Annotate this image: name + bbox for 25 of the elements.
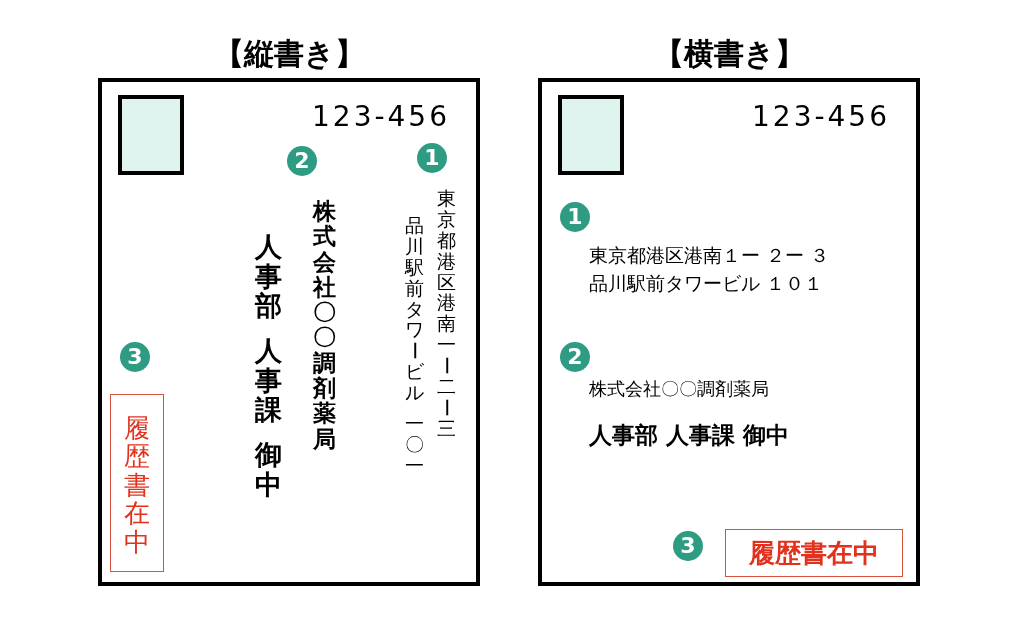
address-text: 人事部 人事課 御中 <box>589 421 789 450</box>
callout-number: 3 <box>120 342 150 372</box>
address-text: 株式会社〇〇調剤薬局 <box>313 199 336 452</box>
address-text: 御中 <box>255 440 282 500</box>
heading: 【横書き】 <box>652 35 806 73</box>
stamp-box <box>118 95 184 175</box>
address-text: 東京都港区港南一ー二ー三 <box>437 188 456 439</box>
callout-number: 2 <box>287 146 317 176</box>
address-text: 株式会社〇〇調剤薬局 <box>589 377 769 401</box>
callout-number: 3 <box>673 531 703 561</box>
address-text: 品川駅前タワービル <box>405 215 424 403</box>
address-text: 一〇一 <box>405 413 424 476</box>
stamp-box <box>558 95 624 175</box>
address-text: 東京都港区港南１ー ２ー ３ <box>589 243 830 268</box>
postal-code: 123-456 <box>312 100 450 133</box>
callout-number: 2 <box>560 342 590 372</box>
enclosure-stamp: 履歴書在中 <box>725 529 903 577</box>
address-text: 人事部 <box>255 232 282 322</box>
enclosure-stamp: 履歴書在中 <box>110 394 164 572</box>
heading: 【縦書き】 <box>212 35 366 73</box>
callout-number: 1 <box>417 143 447 173</box>
callout-number: 1 <box>560 202 590 232</box>
postal-code: 123-456 <box>752 100 890 133</box>
address-text: 人事課 <box>255 336 282 426</box>
address-text: 品川駅前タワービル １０１ <box>589 271 824 296</box>
